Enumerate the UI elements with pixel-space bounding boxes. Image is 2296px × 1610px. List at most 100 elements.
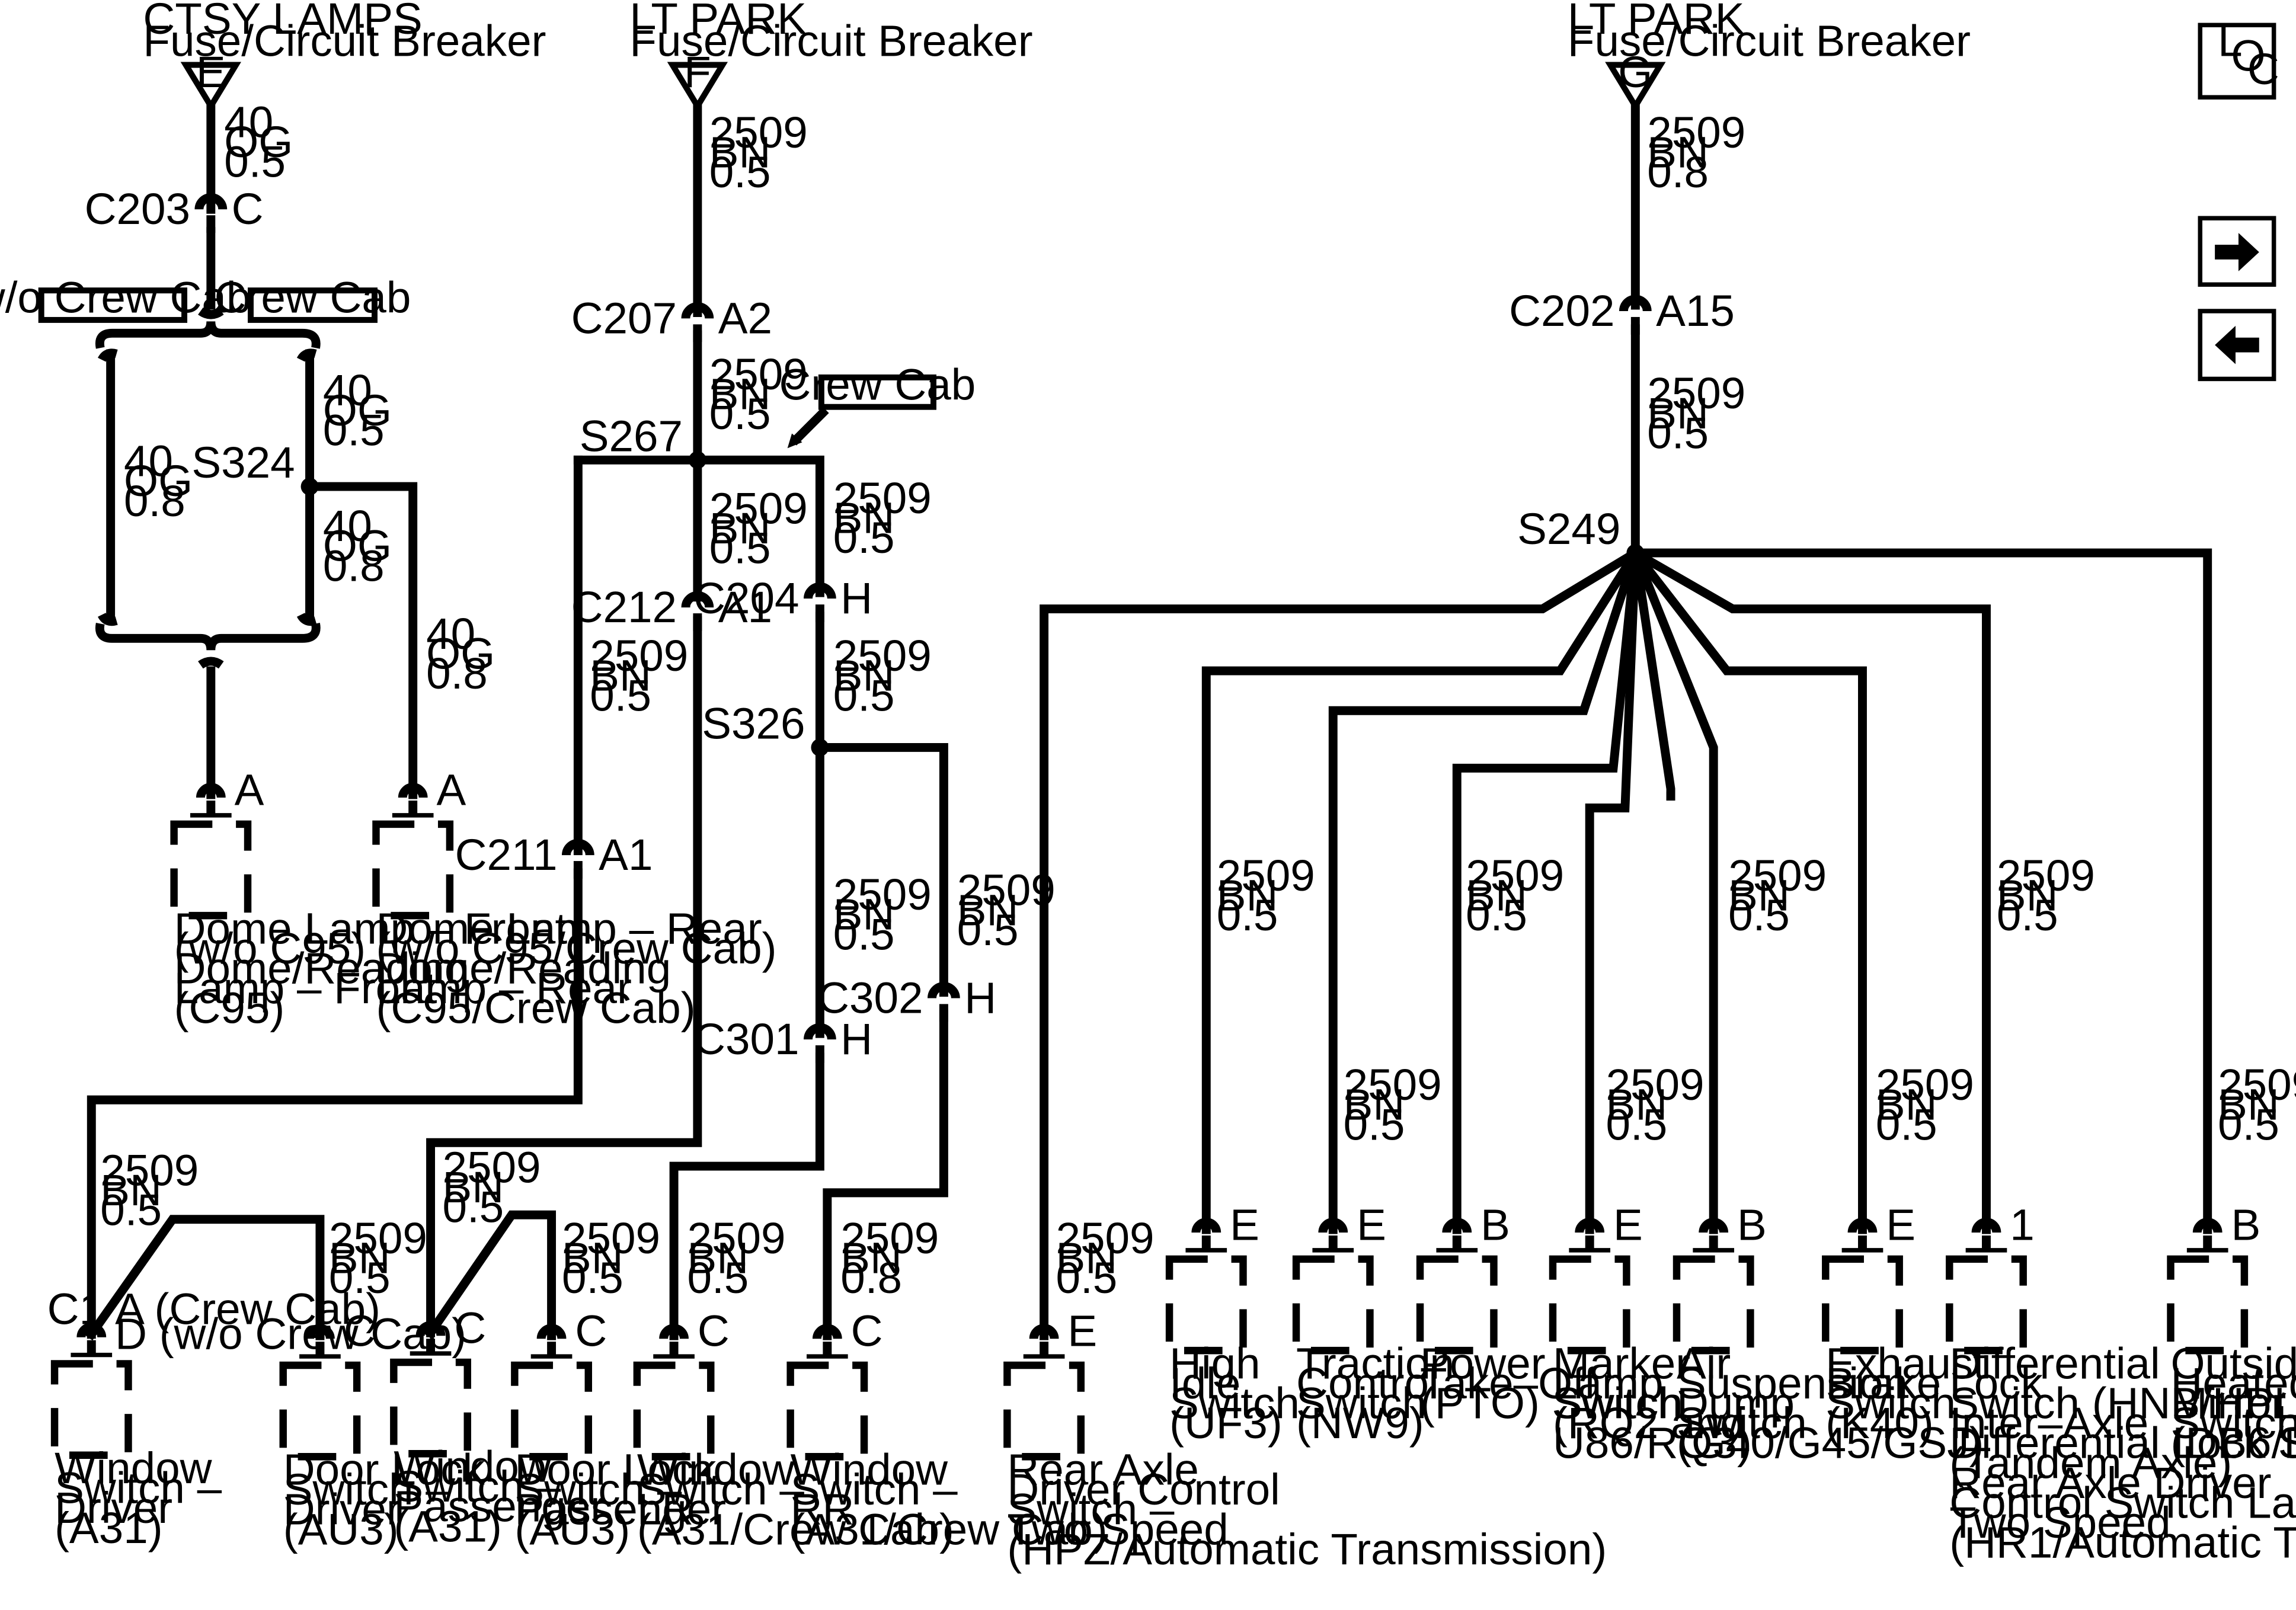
wire-label-line: 0.5 <box>1344 1099 1405 1149</box>
component-box <box>1416 1255 1498 1355</box>
wire-label-line: 0.5 <box>833 670 895 720</box>
component-label-line: LR <box>637 1484 693 1534</box>
splice-s326: S326 <box>702 699 829 757</box>
wire-label-line: 2509 <box>1647 107 1745 157</box>
component-label-line: (A31) <box>55 1503 162 1553</box>
component-label-line: Brake <box>1825 1358 1941 1408</box>
component-box <box>1003 1361 1085 1461</box>
component-pin-terminal <box>1585 1235 1594 1249</box>
component-label-line: Door Lock <box>514 1445 717 1494</box>
wire-label-line: 0.5 <box>709 389 771 438</box>
fuse-triangle <box>1605 62 1666 112</box>
component-pin-label: A <box>235 765 264 815</box>
wire-label-line: BN <box>709 369 771 418</box>
component-label-line: Window <box>791 1445 949 1494</box>
component-label-line: Switch <box>1825 1378 1956 1428</box>
component-label-line: (K40) <box>1825 1398 1933 1448</box>
wire-label-line: 0.5 <box>687 1253 749 1302</box>
component-box <box>1822 1255 1903 1355</box>
component-label-line: RR <box>791 1484 855 1534</box>
component-label-line: (DB6/DB8) <box>2170 1418 2296 1468</box>
wire-label-line: 0.5 <box>590 670 651 720</box>
wire-label-line: 0.5 <box>1466 890 1527 940</box>
component-box <box>279 1361 361 1461</box>
component-label-line: (A31/Crew Cab) <box>791 1504 1108 1554</box>
wire-label-line: 2509 <box>2218 1060 2296 1109</box>
connector-pin-d: D (w/o Crew Cab) <box>115 1309 466 1359</box>
wire-label-line: BN <box>2218 1080 2279 1129</box>
splice-s249: S249 <box>1517 504 1645 562</box>
component-pin-socket <box>1318 1218 1348 1233</box>
wire-label-line: 2509 <box>1466 850 1564 900</box>
component-pin-label: C <box>698 1306 730 1356</box>
bracket-cap <box>198 657 224 669</box>
connector-male <box>693 324 702 343</box>
component-box <box>372 820 454 920</box>
wire-label-line: 2509 <box>1056 1213 1154 1263</box>
wire-label-line: 0.5 <box>1876 1099 1937 1149</box>
wire-label-line: BN <box>840 1233 902 1282</box>
forward-button[interactable] <box>2198 216 2276 287</box>
component-pin-terminal <box>547 1342 557 1355</box>
loc-button-frame[interactable] <box>2198 23 2276 100</box>
component-pin-terminal <box>426 1339 436 1352</box>
component-pin-socket <box>1029 1324 1059 1339</box>
component-box <box>633 1361 715 1461</box>
wire-label-line: 2509 <box>1217 850 1315 900</box>
component-label-line: Exhaust <box>1825 1338 1985 1388</box>
component-label-line: Switch – <box>55 1463 222 1513</box>
connector-male <box>815 1045 824 1063</box>
component-pin-terminal <box>1040 1342 1049 1355</box>
wire-label-line: 0.8 <box>1647 147 1709 197</box>
component-label-line: Door Lock <box>283 1445 485 1494</box>
component-label-line: Suspension <box>1677 1358 1908 1408</box>
wire-label-line: 2509 <box>687 1213 785 1263</box>
fuse-triangle <box>180 62 241 112</box>
connector-name: C211 <box>455 830 558 879</box>
callout-crew-cab <box>818 374 936 410</box>
wire-label-line: OG <box>124 456 193 505</box>
connector-male <box>573 861 583 879</box>
component-label-line: Rear Axle Driver <box>1949 1458 2271 1507</box>
wire-label-line: 0.5 <box>323 405 385 454</box>
wire-label-line: 2509 <box>1997 850 2095 900</box>
bracket-ticks-lower <box>98 612 317 626</box>
wire-label-line: 0.5 <box>329 1253 391 1302</box>
component-pin-socket <box>415 1321 446 1336</box>
back-button[interactable] <box>2198 309 2276 382</box>
wire-labels: 40OG0.540OG0.840OG0.540OG0.840OG0.82509B… <box>100 97 2296 1302</box>
component-label-line: (AU3) <box>283 1504 399 1554</box>
component-pin-terminal <box>669 1342 679 1355</box>
component-label-line: (Tandem Axle) <box>1949 1438 2232 1487</box>
component-label-line: Window <box>55 1443 213 1493</box>
component-label-line: Switch – <box>637 1464 805 1514</box>
component-pin-label: E <box>1230 1199 1259 1249</box>
wire-label-line: BN <box>1647 127 1709 177</box>
component-17: BOutsideHeatedMirrorSwitch(DB6/DB8) <box>2167 1199 2296 1468</box>
fuse-letter: F <box>684 47 711 97</box>
component-label-line: Lamp <box>1553 1358 1664 1408</box>
component-pin-socket <box>305 1324 335 1339</box>
splice-s324: S324 <box>191 437 319 495</box>
splice-label: S267 <box>580 411 683 460</box>
loc-button[interactable]: LOC <box>2198 16 2279 100</box>
wire-label-line: OG <box>323 385 392 435</box>
splice-label: S324 <box>191 437 295 487</box>
